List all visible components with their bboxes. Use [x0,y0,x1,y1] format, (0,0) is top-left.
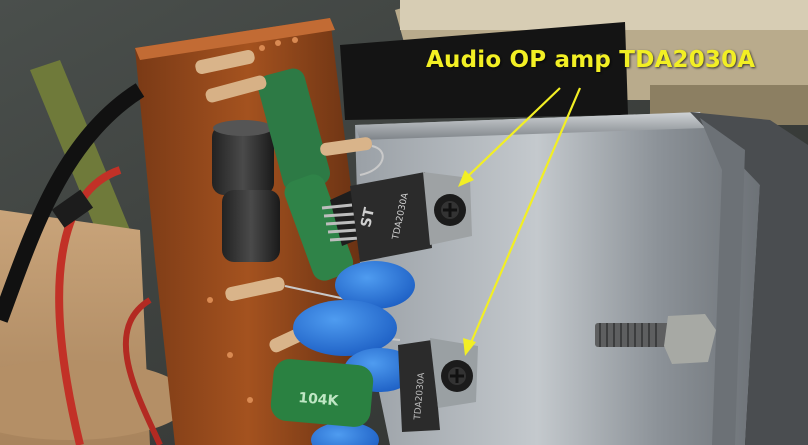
hex-nut [664,314,716,364]
cable-tie [51,189,94,228]
lower-chip-part-number: TDA2030A [413,371,427,421]
electrolytic-cap-2 [222,190,280,262]
red-wire [55,166,122,445]
upper-chip-pins [321,203,361,242]
arrow-to-lower-chip [468,87,582,346]
heatsink-edge [355,112,705,140]
green-cap-1 [257,68,331,192]
heatsink-fin-face [700,118,745,445]
bolt-thread [599,323,657,347]
callout-arrows [458,87,582,356]
arrow-head-lower [463,338,476,356]
cap-top-1 [213,120,273,136]
pcb-pads [207,37,298,403]
black-cable [0,83,145,323]
annotation-label: Audio OP amp TDA2030A [426,47,756,73]
arrow-head-upper [458,170,474,187]
upper-chip [321,172,472,262]
film-cap-marking: 104K [298,390,340,410]
arrow-to-upper-chip [463,87,561,181]
plate-hole [596,53,606,63]
red-wire-2 [122,297,163,445]
blue-cap-1 [335,261,415,309]
lower-chip [398,338,478,432]
electrolytic-cap-1 [212,125,274,195]
black-plate [340,22,628,120]
pcb-edge [135,18,335,60]
heatsink-fin [690,112,808,445]
green-cap-2 [284,174,354,281]
upper-chip-logo: ST [358,206,378,229]
film-cap-104k [270,359,374,427]
table-highlight [0,360,190,440]
blue-cap-4 [311,422,379,445]
blue-cap-2 [293,300,397,356]
